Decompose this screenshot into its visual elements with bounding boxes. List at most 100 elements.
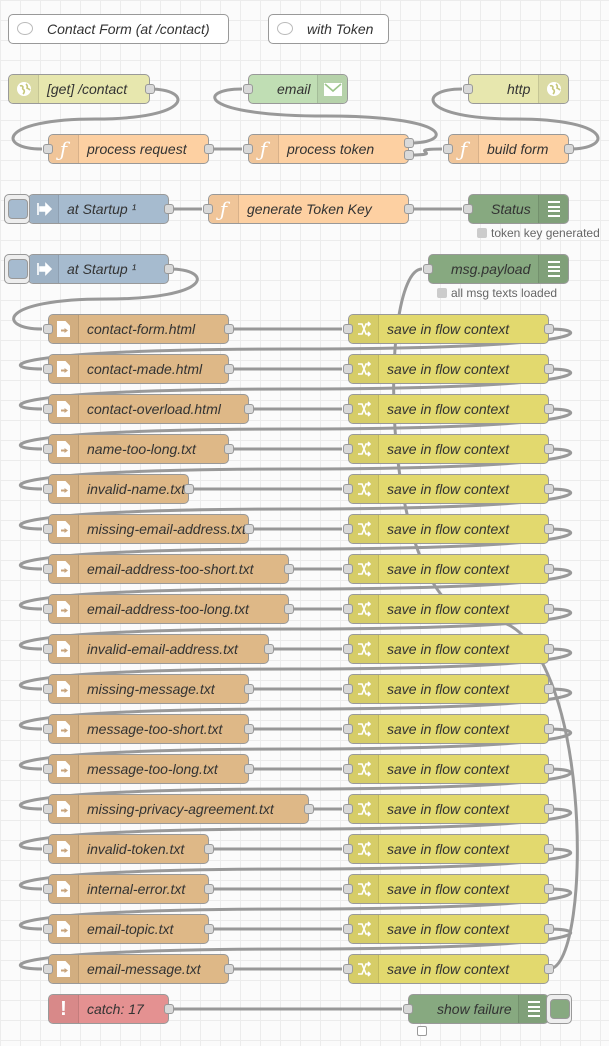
output-port[interactable] xyxy=(145,84,155,94)
input-port[interactable] xyxy=(43,964,53,974)
input-port[interactable] xyxy=(343,404,353,414)
file-in-node-7[interactable]: email-address-too-short.txt xyxy=(43,554,294,584)
output-port[interactable] xyxy=(244,764,254,774)
file-in-node-1[interactable]: contact-form.html xyxy=(43,314,234,344)
input-port[interactable] xyxy=(43,644,53,654)
output-port[interactable] xyxy=(244,404,254,414)
input-port[interactable] xyxy=(43,364,53,374)
input-port[interactable] xyxy=(343,484,353,494)
inject-trigger-2[interactable] xyxy=(8,259,28,279)
output-port[interactable] xyxy=(224,444,234,454)
http-response-node[interactable]: http xyxy=(463,74,569,104)
inject-startup-node-2[interactable]: at Startup ¹ xyxy=(28,254,174,284)
output-port[interactable] xyxy=(544,764,554,774)
input-port[interactable] xyxy=(343,524,353,534)
output-port[interactable] xyxy=(204,884,214,894)
input-port[interactable] xyxy=(343,444,353,454)
output-port[interactable] xyxy=(204,844,214,854)
output-port[interactable] xyxy=(544,564,554,574)
input-port[interactable] xyxy=(343,684,353,694)
input-port[interactable] xyxy=(343,324,353,334)
output-port[interactable] xyxy=(544,844,554,854)
input-port[interactable] xyxy=(343,364,353,374)
input-port[interactable] xyxy=(43,724,53,734)
input-port[interactable] xyxy=(43,684,53,694)
file-in-node-12[interactable]: message-too-long.txt xyxy=(43,754,254,784)
input-port[interactable] xyxy=(203,204,213,214)
output-port[interactable] xyxy=(544,524,554,534)
change-node-11[interactable]: save in flow context xyxy=(343,714,554,744)
input-port[interactable] xyxy=(343,924,353,934)
input-port[interactable] xyxy=(43,444,53,454)
file-in-node-15[interactable]: internal-error.txt xyxy=(43,874,214,904)
file-in-node-13[interactable]: missing-privacy-agreement.txt xyxy=(43,794,314,824)
input-port[interactable] xyxy=(43,884,53,894)
file-in-node-5[interactable]: invalid-name.txt xyxy=(43,474,194,504)
input-port[interactable] xyxy=(43,604,53,614)
input-port[interactable] xyxy=(43,564,53,574)
comment-with-token[interactable]: with Token xyxy=(268,14,389,44)
input-port[interactable] xyxy=(243,84,253,94)
change-node-15[interactable]: save in flow context xyxy=(343,874,554,904)
change-node-3[interactable]: save in flow context xyxy=(343,394,554,424)
output-port[interactable] xyxy=(544,804,554,814)
status-debug-node[interactable]: Status xyxy=(463,194,569,224)
file-in-node-9[interactable]: invalid-email-address.txt xyxy=(43,634,274,664)
input-port[interactable] xyxy=(463,84,473,94)
output-port[interactable] xyxy=(304,804,314,814)
change-node-17[interactable]: save in flow context xyxy=(343,954,554,984)
output-port[interactable] xyxy=(244,524,254,534)
output-port[interactable] xyxy=(164,204,174,214)
input-port[interactable] xyxy=(343,604,353,614)
input-port[interactable] xyxy=(243,144,253,154)
debug-toggle[interactable] xyxy=(550,999,570,1019)
change-node-4[interactable]: save in flow context xyxy=(343,434,554,464)
input-port[interactable] xyxy=(343,884,353,894)
input-port[interactable] xyxy=(343,764,353,774)
file-in-node-16[interactable]: email-topic.txt xyxy=(43,914,214,944)
show-failure-debug-node[interactable]: show failure xyxy=(403,994,549,1024)
change-node-16[interactable]: save in flow context xyxy=(343,914,554,944)
output-port[interactable] xyxy=(204,144,214,154)
output-port[interactable] xyxy=(544,444,554,454)
input-port[interactable] xyxy=(343,804,353,814)
file-in-node-2[interactable]: contact-made.html xyxy=(43,354,234,384)
input-port[interactable] xyxy=(43,524,53,534)
file-in-node-11[interactable]: message-too-short.txt xyxy=(43,714,254,744)
input-port[interactable] xyxy=(343,644,353,654)
output-port[interactable] xyxy=(404,204,414,214)
input-port[interactable] xyxy=(43,144,53,154)
output-port[interactable] xyxy=(544,364,554,374)
file-in-node-3[interactable]: contact-overload.html xyxy=(43,394,254,424)
change-node-7[interactable]: save in flow context xyxy=(343,554,554,584)
input-port[interactable] xyxy=(43,804,53,814)
input-port[interactable] xyxy=(463,204,473,214)
output-port[interactable] xyxy=(544,964,554,974)
output-port[interactable] xyxy=(164,264,174,274)
output-port[interactable] xyxy=(204,924,214,934)
comment-contact-form[interactable]: Contact Form (at /contact) xyxy=(8,14,229,44)
file-in-node-6[interactable]: missing-email-address.txt xyxy=(43,514,254,544)
change-node-8[interactable]: save in flow context xyxy=(343,594,554,624)
output-port[interactable] xyxy=(284,604,294,614)
change-node-14[interactable]: save in flow context xyxy=(343,834,554,864)
output-port[interactable] xyxy=(164,1004,174,1014)
input-port[interactable] xyxy=(343,964,353,974)
change-node-12[interactable]: save in flow context xyxy=(343,754,554,784)
output-port[interactable] xyxy=(544,684,554,694)
output-port[interactable] xyxy=(224,964,234,974)
output-port[interactable] xyxy=(184,484,194,494)
change-node-5[interactable]: save in flow context xyxy=(343,474,554,504)
output-port[interactable] xyxy=(544,404,554,414)
input-port[interactable] xyxy=(423,264,433,274)
input-port[interactable] xyxy=(443,144,453,154)
output-port[interactable] xyxy=(544,604,554,614)
email-node[interactable]: email xyxy=(243,74,348,104)
input-port[interactable] xyxy=(43,484,53,494)
output-port[interactable] xyxy=(544,924,554,934)
change-node-6[interactable]: save in flow context xyxy=(343,514,554,544)
